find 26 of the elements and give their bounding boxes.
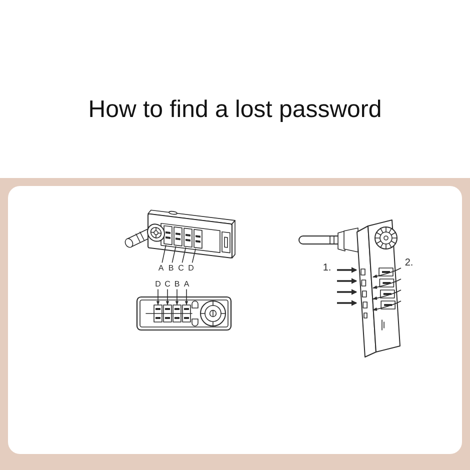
step-number: 2.	[404, 258, 414, 268]
code-wheel	[194, 229, 202, 249]
code-wheel	[182, 304, 191, 322]
code-wheel	[172, 304, 182, 322]
arrow	[175, 288, 179, 306]
arrow	[166, 288, 170, 306]
step-number: 1.	[322, 262, 332, 274]
leader-line	[182, 247, 186, 264]
code-wheel	[184, 228, 192, 248]
title: How to find a lost password	[88, 96, 382, 124]
leader-line	[162, 244, 166, 264]
arrow	[184, 288, 188, 306]
code-wheel	[163, 304, 172, 322]
callout-letter: C	[164, 280, 170, 288]
callout-letter: B	[174, 280, 180, 288]
callout-letter: A	[184, 280, 190, 288]
callout-letter: B	[168, 264, 174, 272]
callout-letter: D	[188, 264, 194, 272]
leader-line	[172, 246, 176, 264]
code-wheel	[174, 226, 182, 246]
callout-letter: D	[155, 280, 161, 288]
leader-line	[192, 248, 196, 264]
arrow	[156, 288, 160, 306]
callout-letter: A	[158, 264, 164, 272]
callout-letter: C	[178, 264, 184, 272]
code-wheel	[154, 304, 162, 322]
